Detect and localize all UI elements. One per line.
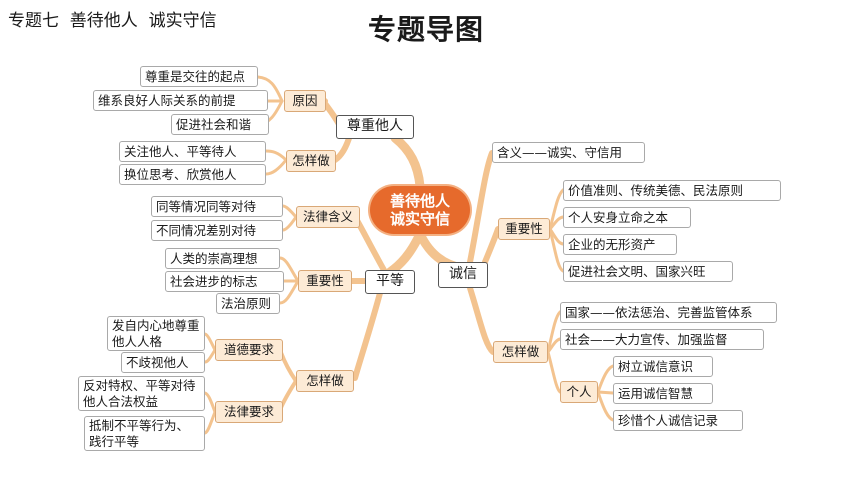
honesty-how-label: 怎样做 <box>493 341 548 363</box>
center-line-1: 善待他人 <box>389 192 450 210</box>
honesty-meaning: 含义——诚实、守信用 <box>492 142 645 163</box>
honesty-importance-item: 价值准则、传统美德、民法原则 <box>563 180 781 201</box>
honesty-how-item: 国家——依法惩治、完善监管体系 <box>560 302 777 323</box>
equality-law-item: 抵制不平等行为、践行平等 <box>84 416 205 451</box>
equality-importance-item: 社会进步的标志 <box>165 271 284 292</box>
equality-how-label: 怎样做 <box>296 370 354 392</box>
equality-moral-item: 发自内心地尊重他人人格 <box>107 316 205 351</box>
respect-reason-item: 尊重是交往的起点 <box>140 66 258 87</box>
respect-reason-label: 原因 <box>284 90 326 112</box>
equality-moral-label: 道德要求 <box>215 339 283 361</box>
center-topic: 善待他人 诚实守信 <box>370 186 470 234</box>
honesty-personal-item: 树立诚信意识 <box>613 356 713 377</box>
equality-importance-item: 人类的崇高理想 <box>165 248 280 269</box>
honesty-importance-item: 个人安身立命之本 <box>563 207 691 228</box>
respect-how-label: 怎样做 <box>286 150 336 172</box>
branch-honesty: 诚信 <box>438 262 488 288</box>
topic-heading: 专题七 善待他人 诚实守信 <box>8 11 217 31</box>
honesty-importance-item: 企业的无形资产 <box>563 234 677 255</box>
honesty-how-item: 社会——大力宣传、加强监督 <box>560 329 764 350</box>
respect-how-item: 关注他人、平等待人 <box>119 141 266 162</box>
respect-reason-item: 维系良好人际关系的前提 <box>93 90 268 111</box>
equality-importance-item: 法治原则 <box>216 293 280 314</box>
equality-moral-item: 不歧视他人 <box>121 352 205 373</box>
equality-law-item: 反对特权、平等对待他人合法权益 <box>78 376 205 411</box>
page-title: 专题导图 <box>368 13 485 46</box>
honesty-importance-label: 重要性 <box>498 218 550 240</box>
equality-meaning-item: 不同情况差别对待 <box>151 220 283 241</box>
branch-respect: 尊重他人 <box>336 115 414 139</box>
branch-equality: 平等 <box>365 270 415 294</box>
equality-importance-label: 重要性 <box>298 270 352 292</box>
respect-reason-item: 促进社会和谐 <box>171 114 269 135</box>
equality-law-label: 法律要求 <box>215 401 283 423</box>
equality-meaning-item: 同等情况同等对待 <box>151 196 283 217</box>
respect-how-item: 换位思考、欣赏他人 <box>119 164 266 185</box>
center-line-2: 诚实守信 <box>389 210 450 228</box>
equality-meaning-label: 法律含义 <box>296 206 360 228</box>
honesty-personal-label: 个人 <box>560 381 598 403</box>
honesty-importance-item: 促进社会文明、国家兴旺 <box>563 261 733 282</box>
honesty-personal-item: 珍惜个人诚信记录 <box>613 410 743 431</box>
honesty-personal-item: 运用诚信智慧 <box>613 383 713 404</box>
